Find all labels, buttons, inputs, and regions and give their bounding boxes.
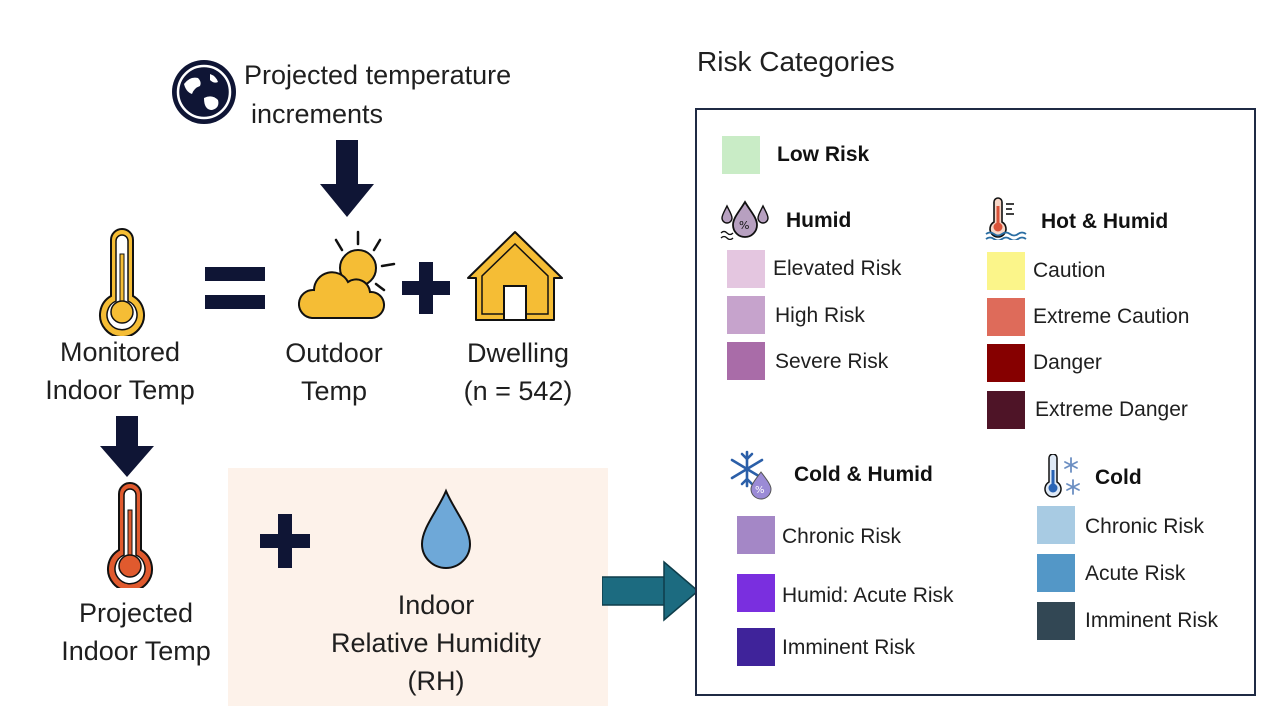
projected-increments-label-line1: Projected temperature — [244, 60, 512, 90]
projected-indoor-line1: Projected — [78, 598, 194, 628]
plus-icon-dwelling — [402, 262, 450, 314]
indoor-rh-line1: Indoor — [397, 590, 475, 620]
risk-legend-panel: Low Risk % Humid Elevated Risk High Risk… — [695, 108, 1256, 696]
cold-acute-label: Acute Risk — [1085, 562, 1186, 585]
svg-text:%: % — [755, 485, 765, 496]
hot-extreme-danger-label: Extreme Danger — [1035, 398, 1188, 421]
legend-title: Risk Categories — [697, 46, 895, 77]
projected-indoor-line2: Indoor Temp — [61, 636, 211, 666]
swatch-cold-imminent — [1037, 602, 1075, 640]
outdoor-temp-line1: Outdoor — [285, 338, 383, 368]
humid-elevated-label: Elevated Risk — [773, 257, 902, 280]
swatch-cold-acute — [1037, 554, 1075, 592]
swatch-cold-chronic — [1037, 506, 1075, 544]
humid-high-label: High Risk — [775, 304, 865, 327]
monitored-indoor-line1: Monitored — [59, 337, 181, 367]
svg-text:%: % — [739, 219, 749, 232]
arrow-down-increments — [320, 140, 374, 217]
arrow-right-to-legend — [602, 560, 700, 622]
cold-humid-icon: % — [730, 450, 772, 500]
coldhumid-imminent-label: Imminent Risk — [782, 636, 916, 659]
equals-icon — [205, 267, 265, 309]
rh-panel — [228, 468, 608, 706]
cold-chronic-label: Chronic Risk — [1085, 515, 1205, 538]
humid-icon: % — [720, 200, 769, 240]
thermometer-icon — [99, 228, 145, 336]
indoor-rh-line2: Relative Humidity — [330, 628, 542, 658]
humid-severe-label: Severe Risk — [775, 350, 889, 373]
swatch-humid-high — [727, 296, 765, 334]
coldhumid-chronic-label: Chronic Risk — [782, 525, 902, 548]
low-risk-label: Low Risk — [777, 143, 870, 166]
globe-icon — [172, 60, 236, 124]
house-icon — [467, 231, 563, 321]
plus-icon-rh — [260, 514, 310, 568]
dwelling-line2: (n = 542) — [463, 376, 573, 406]
monitored-indoor-line2: Indoor Temp — [45, 375, 195, 405]
cold-imminent-label: Imminent Risk — [1085, 609, 1219, 632]
hot-extreme-caution-label: Extreme Caution — [1033, 305, 1190, 328]
swatch-coldhumid-chronic — [737, 516, 775, 554]
swatch-coldhumid-acute — [737, 574, 775, 612]
water-drop-icon — [420, 488, 472, 569]
cold-group-title: Cold — [1095, 466, 1142, 489]
swatch-humid-severe — [727, 342, 765, 380]
hot-humid-icon — [985, 197, 1027, 240]
swatch-low-risk — [722, 136, 760, 174]
outdoor-temp-line2: Temp — [300, 376, 368, 406]
coldhumid-acute-label: Humid: Acute Risk — [782, 584, 954, 607]
hot-humid-group-title: Hot & Humid — [1041, 210, 1169, 233]
swatch-hot-caution — [987, 252, 1025, 290]
thermometer-projected-icon — [107, 482, 153, 588]
swatch-hot-danger — [987, 344, 1025, 382]
swatch-hot-extreme-caution — [987, 298, 1025, 336]
swatch-humid-elevated — [727, 250, 765, 288]
dwelling-line1: Dwelling — [466, 338, 570, 368]
sun-cloud-icon — [298, 230, 396, 319]
hot-danger-label: Danger — [1033, 351, 1102, 374]
cold-icon — [1044, 454, 1080, 498]
humid-group-title: Humid — [786, 209, 852, 232]
hot-caution-label: Caution — [1033, 259, 1106, 282]
swatch-hot-extreme-danger — [987, 391, 1025, 429]
arrow-down-monitored — [100, 416, 154, 477]
swatch-coldhumid-imminent — [737, 628, 775, 666]
indoor-rh-line3: (RH) — [407, 666, 465, 696]
cold-humid-group-title: Cold & Humid — [794, 463, 933, 486]
projected-increments-label-line2: increments — [251, 99, 384, 129]
